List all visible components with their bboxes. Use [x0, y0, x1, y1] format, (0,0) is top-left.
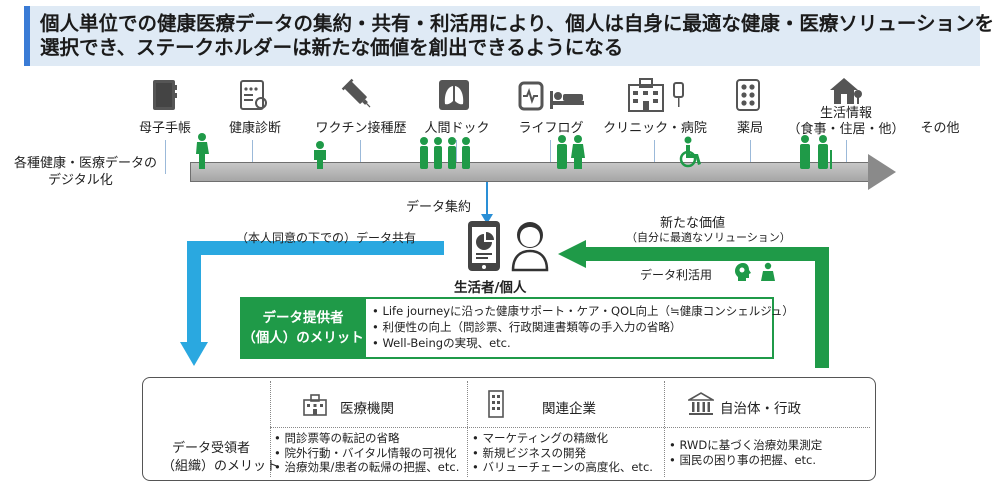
list-item: • 新規ビジネスの開発 — [472, 445, 586, 460]
list-item: • 問診票等の転記の省略 — [274, 431, 400, 445]
provider-benefit-item: • 利便性の向上（問診票、行政関連書類等の手入力の省略） — [372, 320, 682, 334]
timeline-arrow-head — [868, 154, 896, 190]
provider-benefit-label: データ提供者 （個人）のメリット — [240, 297, 366, 359]
timeline-tick — [252, 140, 253, 174]
wheelchair-icon — [679, 136, 701, 168]
stage-label-vaccine: ワクチン接種歴 — [315, 121, 407, 136]
provider-benefit-list: • Life journeyに沿った健康サポート・ケア・QOL向上（≒健康コンシ… — [372, 303, 794, 351]
new-value-sublabel: （自分に最適なソリューション） — [626, 231, 791, 244]
title-banner: 個人単位での健康医療データの集約・共有・利活用により、個人は自身に最適な健康・医… — [24, 6, 994, 66]
title-line-2: 選択でき、ステークホルダーは新たな価値を創出できるようになる — [40, 36, 624, 59]
couple-icon — [557, 135, 585, 169]
stage-label-clinic: クリニック・病院 — [603, 121, 707, 136]
group-people-icon — [420, 137, 470, 169]
list-item: • 院外行動・バイタル情報の可視化 — [274, 445, 457, 460]
stage-label-boshi: 母子手帳 — [138, 121, 191, 136]
lung-xray-icon — [439, 80, 469, 110]
house-icon — [830, 78, 862, 104]
timeline-tick — [165, 140, 166, 174]
person-sitting-icon — [761, 262, 775, 281]
timeline-tick — [654, 140, 655, 174]
stage-label-other: その他 — [920, 121, 960, 136]
head-gear-icon — [735, 263, 751, 281]
government-benefit-list: • RWDに基づく治療効果測定 • 国民の困り事の把握、etc. — [669, 438, 822, 467]
medical-benefit-list: • 問診票等の転記の省略 • 院外行動・バイタル情報の可視化 • 治療効果/患者… — [274, 431, 459, 475]
pregnant-person-icon — [196, 133, 209, 169]
person-avatar-icon — [511, 222, 549, 272]
list-item: • マーケティングの精緻化 — [472, 431, 609, 445]
digitization-label-line2: デジタル化 — [48, 173, 113, 188]
stage-label-dock: 人間ドック — [424, 121, 490, 136]
table-divider — [664, 381, 665, 477]
syringe-icon — [341, 78, 371, 108]
pill-pack-icon — [736, 79, 760, 111]
timeline-tick — [456, 140, 457, 174]
company-benefit-list: • マーケティングの精緻化 • 新規ビジネスの開発 • バリューチェーンの高度化… — [472, 431, 653, 475]
stage-label-kenshin: 健康診断 — [228, 121, 281, 136]
timeline-arrow-bar — [190, 162, 870, 182]
stage-label-lifelog: ライフログ — [518, 121, 584, 136]
government-building-icon — [688, 392, 714, 415]
provider-benefit-item: • Well-Beingの実現、etc. — [372, 336, 511, 350]
elderly-couple-icon — [800, 135, 832, 169]
column-header-medical: 医療機関 — [340, 401, 394, 417]
stage-label-pharmacy: 薬局 — [736, 121, 763, 136]
notebook-icon — [153, 80, 177, 110]
receiver-benefit-table — [142, 377, 876, 481]
new-value-label: 新たな価値 — [660, 216, 726, 231]
provider-benefit-label-line2: （個人）のメリット — [242, 330, 364, 346]
list-item: • バリューチェーンの高度化、etc. — [472, 460, 653, 474]
receiver-row-label-line1: データ受領者 — [172, 441, 251, 456]
hospital-building-icon — [303, 394, 327, 416]
column-header-company: 関連企業 — [542, 401, 596, 417]
data-use-label: データ利活用 — [640, 268, 713, 282]
data-sharing-label: （本人同意の下での）データ共有 — [236, 231, 417, 245]
list-item: • 治療効果/患者の転帰の把握、etc. — [274, 460, 460, 474]
office-building-icon — [488, 390, 504, 418]
digitization-label-line1: 各種健康・医療データの — [14, 156, 158, 171]
aggregation-arrow — [481, 182, 493, 224]
table-divider — [270, 427, 870, 428]
column-header-government: 自治体・行政 — [720, 401, 801, 417]
provider-benefit-item: • Life journeyに沿った健康サポート・ケア・QOL向上（≒健康コンシ… — [372, 304, 794, 318]
hospital-icon — [628, 78, 684, 112]
stage-label-life-info: 生活情報 — [819, 106, 872, 121]
center-person-label: 生活者/個人 — [454, 280, 527, 296]
timeline-tick — [360, 140, 361, 174]
table-divider — [467, 381, 468, 477]
smartphone-icon — [468, 221, 500, 271]
timeline-tick — [750, 140, 751, 174]
timeline-tick — [550, 140, 551, 174]
title-line-1: 個人単位での健康医療データの集約・共有・利活用により、個人は自身に最適な健康・医… — [40, 12, 994, 35]
new-value-arrow — [558, 240, 829, 368]
data-aggregation-label: データ集約 — [406, 200, 472, 215]
child-icon — [314, 141, 326, 169]
smartwatch-icon — [518, 81, 584, 111]
list-item: • 国民の困り事の把握、etc. — [669, 452, 816, 467]
timeline-tick — [846, 140, 847, 174]
receiver-row-label-line2: （組織）のメリット — [162, 459, 280, 474]
table-divider — [270, 381, 271, 477]
stage-label-life-info-sub: （食事・住居・他） — [787, 122, 905, 137]
data-sharing-arrow — [180, 241, 444, 366]
checkup-sheet-icon — [240, 80, 267, 110]
provider-benefit-label-line1: データ提供者 — [262, 310, 344, 326]
list-item: • RWDに基づく治療効果測定 — [669, 438, 823, 452]
